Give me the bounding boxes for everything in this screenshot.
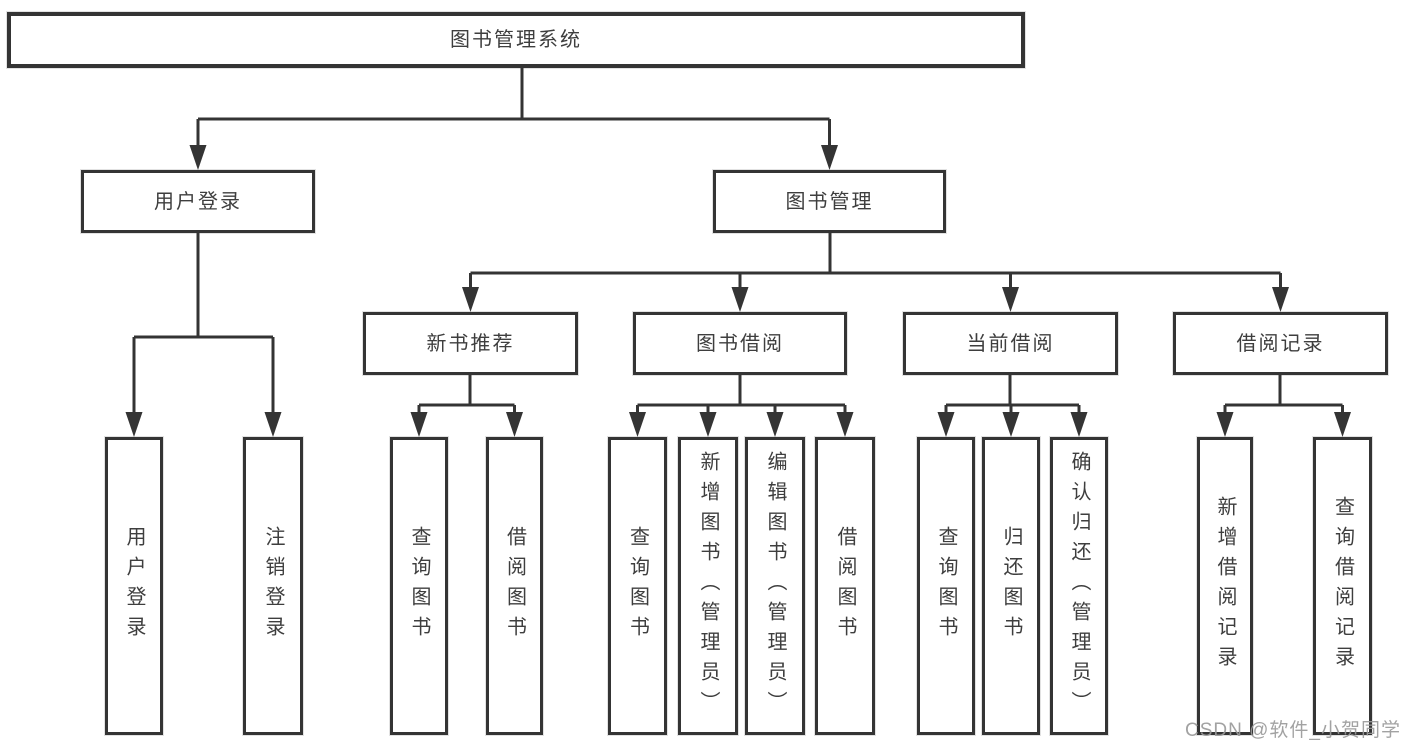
node-v-query-borrow-record: 查询借阅记录: [1313, 437, 1372, 735]
node-label-book-borrow: 图书借阅: [696, 332, 784, 355]
node-label-v-edit-book: 编辑图书（管理员）: [764, 451, 786, 721]
node-label-v-confirm-return: 确认归还（管理员）: [1068, 451, 1090, 721]
node-v-edit-book: 编辑图书（管理员）: [745, 437, 805, 735]
node-label-user-login: 用户登录: [154, 190, 242, 213]
node-label-v-add-book: 新增图书（管理员）: [697, 451, 719, 721]
arrowhead-icon: [731, 287, 749, 312]
arrowhead-icon: [821, 145, 838, 170]
arrowhead-icon: [766, 412, 784, 437]
node-book-borrow: 图书借阅: [633, 312, 847, 375]
node-borrow-records: 借阅记录: [1173, 312, 1388, 375]
arrowhead-icon: [1002, 287, 1019, 312]
node-v-add-borrow-record: 新增借阅记录: [1197, 437, 1253, 735]
node-label-v-borrow-book-2: 借阅图书: [834, 526, 856, 646]
arrowhead-icon: [1272, 287, 1289, 312]
node-label-v-add-borrow-record: 新增借阅记录: [1214, 496, 1236, 676]
node-v-borrow-book-1: 借阅图书: [486, 437, 543, 735]
node-label-v-logout: 注销登录: [262, 526, 284, 646]
node-label-new-book-rec: 新书推荐: [426, 332, 515, 355]
node-root: 图书管理系统: [7, 12, 1025, 68]
arrowhead-icon: [836, 412, 854, 437]
arrowhead-icon: [937, 412, 955, 437]
arrowhead-icon: [629, 412, 646, 437]
arrowhead-icon: [1216, 412, 1234, 437]
node-label-v-user-login: 用户登录: [123, 526, 145, 646]
node-v-user-login: 用户登录: [105, 437, 163, 735]
arrowhead-icon: [1002, 412, 1020, 437]
node-new-book-rec: 新书推荐: [363, 312, 578, 375]
node-label-v-return-book: 归还图书: [1000, 526, 1022, 646]
node-book-mgmt: 图书管理: [713, 170, 946, 233]
arrowhead-icon: [264, 412, 282, 437]
node-label-v-query-book-3: 查询图书: [935, 526, 957, 646]
node-current-borrow: 当前借阅: [903, 312, 1118, 375]
node-label-borrow-records: 借阅记录: [1236, 332, 1325, 355]
arrowhead-icon: [189, 145, 207, 170]
node-user-login: 用户登录: [81, 170, 315, 233]
arrowhead-icon: [410, 412, 428, 437]
node-v-query-book-2: 查询图书: [608, 437, 667, 735]
arrowhead-icon: [1070, 412, 1088, 437]
arrowhead-icon: [125, 412, 143, 437]
node-label-book-mgmt: 图书管理: [785, 190, 874, 213]
node-label-v-query-borrow-record: 查询借阅记录: [1331, 496, 1354, 676]
node-label-v-query-book-1: 查询图书: [408, 526, 430, 646]
node-v-add-book: 新增图书（管理员）: [678, 437, 738, 735]
node-v-query-book-1: 查询图书: [390, 437, 448, 735]
node-v-borrow-book-2: 借阅图书: [815, 437, 875, 735]
node-v-query-book-3: 查询图书: [917, 437, 975, 735]
node-v-return-book: 归还图书: [982, 437, 1040, 735]
arrowhead-icon: [699, 412, 717, 437]
arrowhead-icon: [506, 412, 523, 437]
arrowhead-icon: [1334, 412, 1351, 437]
arrowhead-icon: [462, 287, 479, 312]
watermark-text: CSDN @软件_小贺同学: [1185, 720, 1401, 741]
node-v-confirm-return: 确认归还（管理员）: [1050, 437, 1108, 735]
node-label-v-borrow-book-1: 借阅图书: [503, 526, 526, 646]
node-label-current-borrow: 当前借阅: [966, 332, 1055, 355]
node-label-v-query-book-2: 查询图书: [626, 526, 649, 646]
node-label-root: 图书管理系统: [450, 29, 582, 51]
node-v-logout: 注销登录: [243, 437, 303, 735]
